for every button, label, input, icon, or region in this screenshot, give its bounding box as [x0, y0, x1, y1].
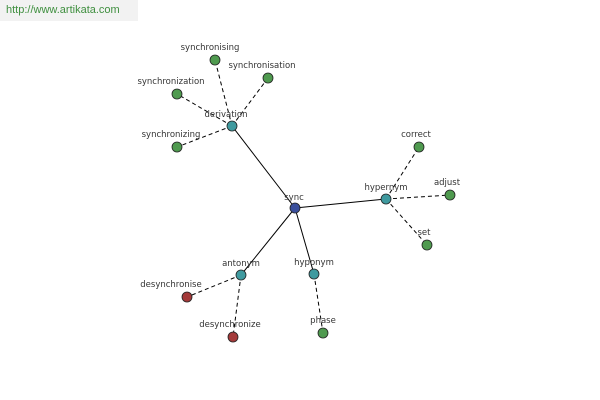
node-relation-hyponym[interactable] [308, 268, 320, 280]
node-word-synchronisation[interactable] [262, 72, 274, 84]
node-label-set[interactable]: set [418, 228, 432, 238]
node-word-adjust[interactable] [444, 189, 456, 201]
node-label-synchronizing[interactable]: synchronizing [142, 130, 201, 140]
edge-antonym-desynchronise [186, 274, 242, 298]
node-word-correct[interactable] [413, 141, 425, 153]
edge-sync-derivation [231, 125, 296, 209]
node-relation-hypernym[interactable] [380, 193, 392, 205]
edge-derivation-synchronization [176, 93, 233, 127]
edge-sync-antonym [240, 207, 296, 276]
node-word-synchronizing[interactable] [171, 141, 183, 153]
node-label-antonym[interactable]: antonym [222, 259, 260, 269]
node-label-correct[interactable]: correct [401, 130, 431, 140]
node-label-adjust[interactable]: adjust [434, 178, 461, 188]
edge-derivation-synchronisation [231, 77, 269, 127]
edge-derivation-synchronizing [176, 125, 233, 148]
node-root-sync[interactable] [289, 202, 301, 214]
node-label-hyponym[interactable]: hyponym [294, 258, 334, 268]
node-label-hypernym[interactable]: hypernym [364, 183, 407, 193]
node-label-desynchronize[interactable]: desynchronize [199, 320, 260, 330]
node-relation-derivation[interactable] [226, 120, 238, 132]
node-label-synchronization[interactable]: synchronization [137, 77, 204, 87]
node-word-phase[interactable] [317, 327, 329, 339]
watermark-url[interactable]: http://www.artikata.com [0, 0, 138, 21]
labels: sync derivation synchronising synchronisati… [137, 43, 460, 330]
node-word-desynchronize[interactable] [227, 331, 239, 343]
edge-sync-hypernym [294, 198, 387, 209]
node-label-synchronisation[interactable]: synchronisation [228, 61, 295, 71]
edge-hypernym-adjust [385, 194, 451, 200]
node-word-set[interactable] [421, 239, 433, 251]
edge-hypernym-correct [385, 146, 420, 200]
edge-hyponym-phase [313, 273, 324, 334]
node-word-desynchronise[interactable] [181, 291, 193, 303]
node-label-root[interactable]: sync [284, 193, 304, 203]
edge-sync-hyponym [294, 207, 315, 275]
node-word-synchronization[interactable] [171, 88, 183, 100]
node-label-synchronising[interactable]: synchronising [181, 43, 240, 53]
edge-derivation-synchronising [214, 59, 233, 127]
node-relation-antonym[interactable] [235, 269, 247, 281]
edge-hypernym-set [385, 198, 428, 246]
node-label-phase[interactable]: phase [310, 316, 336, 326]
node-word-synchronising[interactable] [209, 54, 221, 66]
edges [176, 59, 451, 338]
node-label-derivation[interactable]: derivation [204, 110, 247, 120]
nodes [171, 54, 456, 343]
edge-antonym-desynchronize [232, 274, 242, 338]
node-label-desynchronise[interactable]: desynchronise [140, 280, 201, 290]
